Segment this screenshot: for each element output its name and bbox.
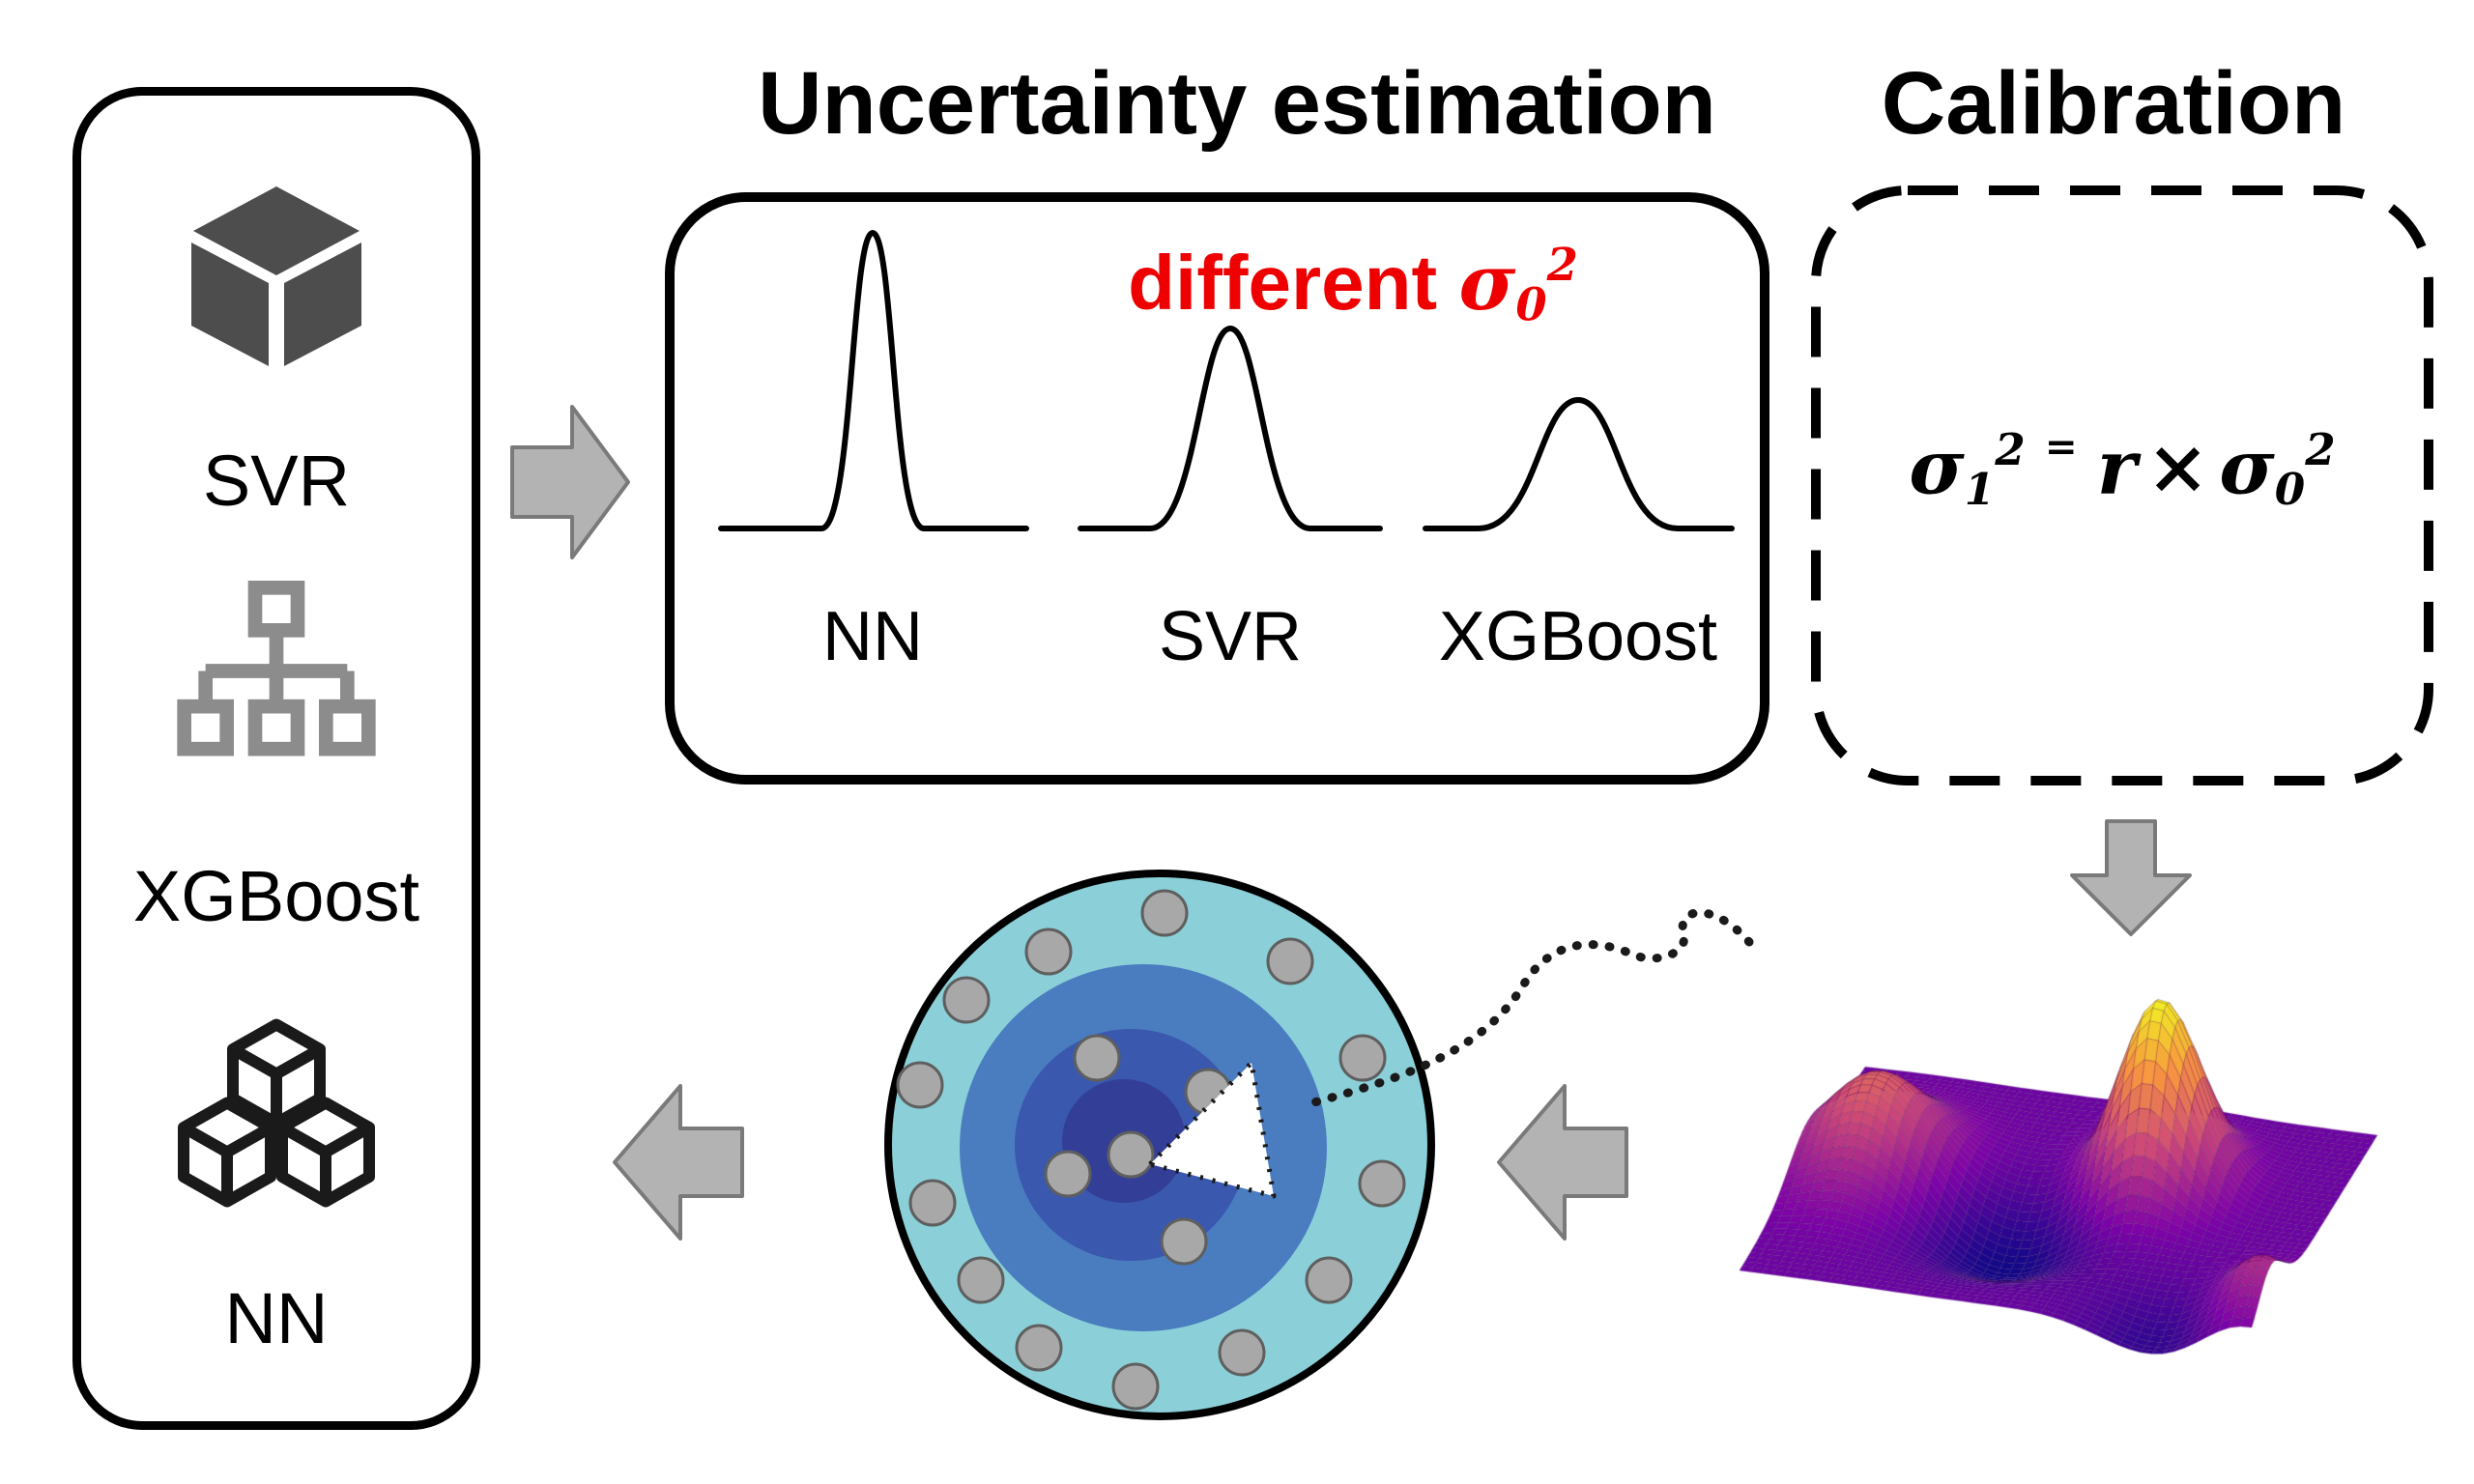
curve-label-svr: SVR (1158, 598, 1303, 675)
arrow-right-icon (510, 405, 630, 559)
model-label-xgboost: XGBoost (132, 856, 420, 936)
curve-label-xgboost: XGBoost (1438, 598, 1718, 675)
confidence-circle (884, 870, 1435, 1420)
calibration-panel (1811, 186, 2433, 785)
stacked-cubes-icon (178, 1018, 375, 1208)
arrow-left-icon-2 (613, 1084, 744, 1241)
dotted-arrowhead (1147, 1060, 1277, 1199)
calibration-title: Calibration (1881, 54, 2346, 153)
gaussian-narrow-nn (718, 229, 1029, 531)
uncertainty-panel (665, 192, 1769, 785)
sample-points (896, 889, 1406, 1411)
curve-label-nn: NN (822, 598, 923, 675)
model-label-svr: SVR (202, 441, 351, 521)
gaussian-medium-svr (1078, 325, 1383, 531)
arrow-left-icon-1 (1497, 1084, 1628, 1241)
calibration-formula: σ12=r×σ02 (1909, 423, 2336, 515)
gaussian-wide-xgboost (1423, 396, 1735, 531)
uncertainty-title: Uncertainty estimation (758, 54, 1716, 153)
surface-plot (1711, 913, 2416, 1435)
tree-icon (177, 580, 376, 756)
arrow-down-icon (2070, 819, 2192, 936)
gaussian-curves (718, 229, 1735, 531)
model-label-nn: NN (224, 1278, 329, 1358)
models-panel (72, 87, 480, 1430)
cube-icon (191, 186, 361, 366)
dotted-insert-arrow (1147, 908, 1754, 1199)
different-sigma-note: different σ02 (1128, 237, 1578, 331)
